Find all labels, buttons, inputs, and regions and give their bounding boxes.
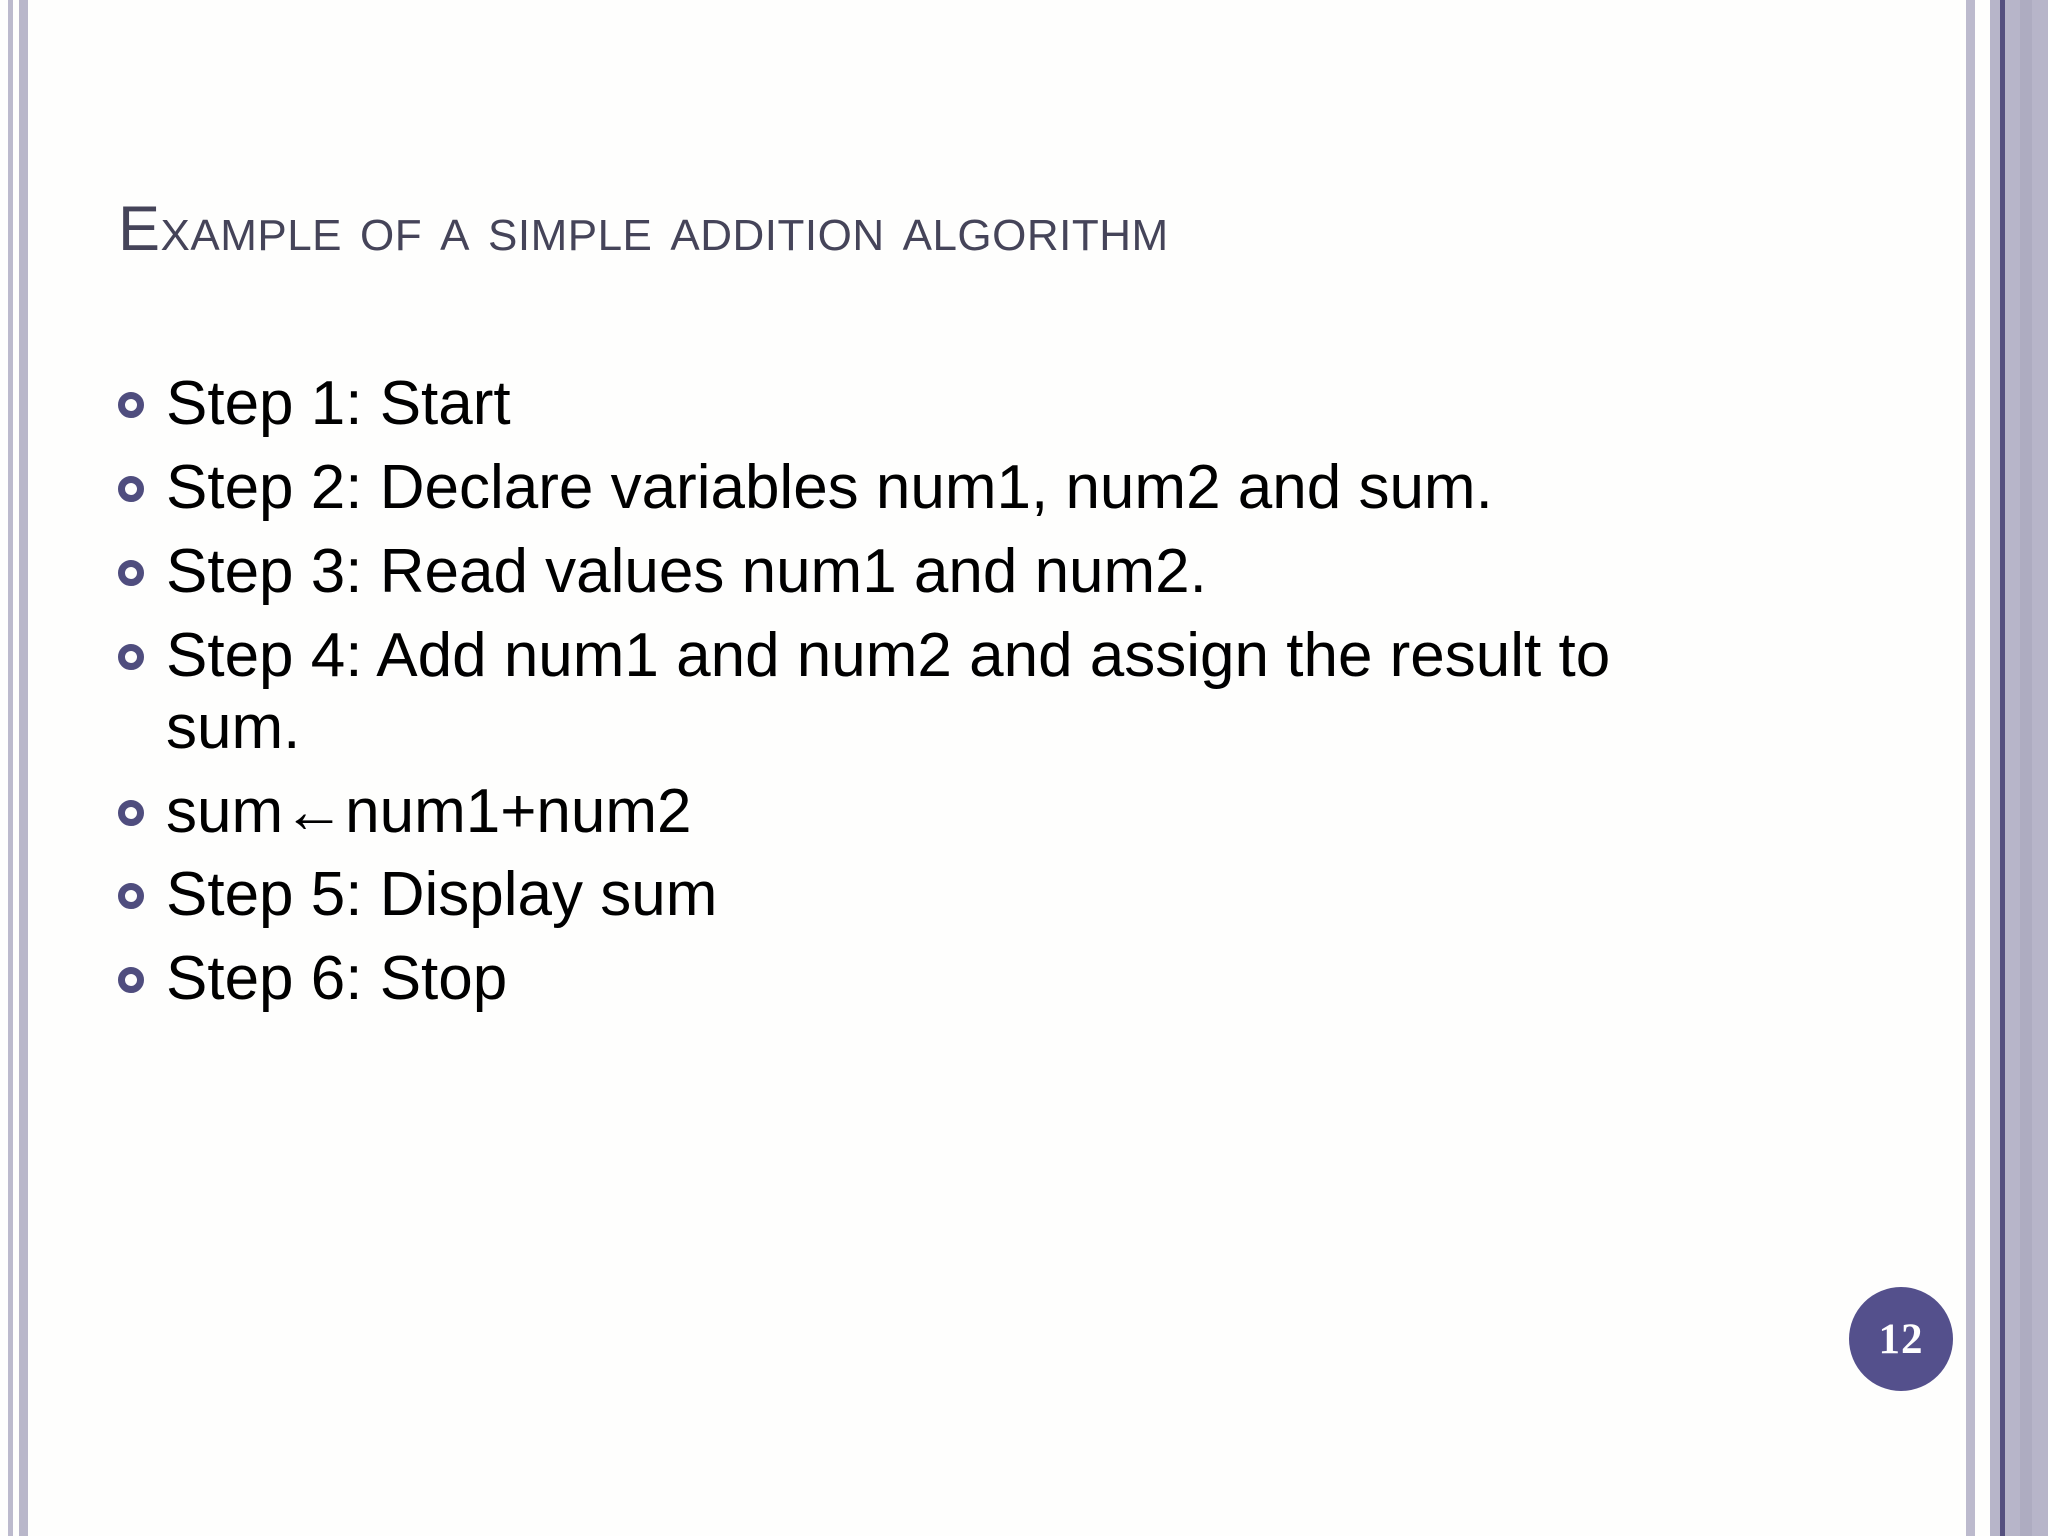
list-item-label: Step 6: Stop xyxy=(166,944,508,1014)
list-item-label: Step 5: Display sum xyxy=(166,860,718,930)
left-accent-stripe-wide xyxy=(19,0,28,1536)
list-item: Step 4: Add num1 and num2 and assign the… xyxy=(118,620,1738,764)
list-item-label: Step 1: Start xyxy=(166,369,511,438)
hollow-circle-icon xyxy=(118,392,144,418)
page-number-badge: 12 xyxy=(1849,1287,1953,1391)
list-item: Step 3: Read values num1 and num2. xyxy=(118,536,1738,608)
hollow-circle-icon xyxy=(118,643,144,670)
right-accent-band xyxy=(1990,0,2048,1536)
slide-title: Example of a simple addition algorithm xyxy=(118,194,1169,264)
hollow-circle-icon xyxy=(118,475,144,502)
list-item: Step 6: Stop xyxy=(118,943,1738,1015)
hollow-circle-icon xyxy=(118,559,144,586)
list-item-label: Step 3: Read values num1 and num2. xyxy=(166,536,1207,606)
list-item: Step 2: Declare variables num1, num2 and… xyxy=(118,452,1738,524)
list-item-label: Step 4: Add num1 and num2 and assign the… xyxy=(166,620,1628,762)
hollow-circle-icon xyxy=(118,799,144,826)
right-accent-band-shade xyxy=(2020,0,2032,1536)
list-item: Step 1: Start xyxy=(118,368,1738,440)
page-number-label: 12 xyxy=(1878,1315,1924,1363)
bullet-list: Step 1: Start Step 2: Declare variables … xyxy=(118,368,1738,1027)
right-accent-band-line xyxy=(2000,0,2005,1536)
hollow-circle-icon xyxy=(118,883,144,910)
list-item-label: Step 2: Declare variables num1, num2 and… xyxy=(166,452,1493,522)
hollow-circle-icon xyxy=(118,967,144,994)
list-item: sum←num1+num2 xyxy=(118,776,1738,848)
left-accent-stripe-thin xyxy=(8,0,13,1536)
right-accent-stripe-thin xyxy=(1966,0,1975,1536)
list-item: Step 5: Display sum xyxy=(118,859,1738,931)
list-item-label: sum←num1+num2 xyxy=(166,776,692,846)
